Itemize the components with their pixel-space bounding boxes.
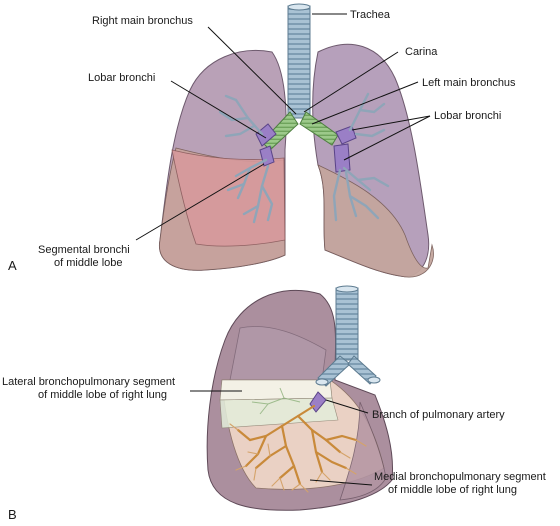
bronchial-tree-left bbox=[332, 92, 390, 222]
label-medial-segment: Medial bronchopulmonary segment bbox=[374, 471, 546, 483]
label-left-main-bronchus: Left main bronchus bbox=[422, 77, 516, 89]
arterial-twigs bbox=[229, 423, 367, 493]
lateral-twigs bbox=[251, 387, 301, 415]
panel-letter-b: B bbox=[8, 507, 17, 522]
panel-letter-a: A bbox=[8, 258, 17, 273]
left-lung bbox=[312, 43, 434, 278]
main-bronchi bbox=[261, 111, 339, 151]
trachea-b bbox=[315, 285, 381, 387]
panel-a: Trachea Right main bronchus Carina Lobar… bbox=[8, 3, 516, 278]
label-segmental-bronchi-line2: of middle lobe bbox=[54, 257, 123, 269]
bronchial-tree-right bbox=[218, 94, 274, 224]
label-lateral-segment-line2: of middle lobe of right lung bbox=[38, 389, 167, 401]
right-lung bbox=[159, 50, 287, 271]
label-lobar-bronchi-right: Lobar bronchi bbox=[434, 110, 501, 122]
lateral-segment-lower bbox=[219, 397, 339, 429]
panel-b: Lateral bronchopulmonary segment of midd… bbox=[2, 285, 546, 522]
label-segmental-bronchi: Segmental bronchi bbox=[38, 244, 130, 256]
label-lateral-segment: Lateral bronchopulmonary segment bbox=[2, 376, 175, 388]
leaders-a bbox=[135, 13, 431, 241]
label-pulmonary-artery: Branch of pulmonary artery bbox=[372, 409, 505, 421]
label-carina: Carina bbox=[405, 46, 438, 58]
leaders-b bbox=[190, 390, 373, 486]
label-lobar-bronchi-left: Lobar bronchi bbox=[88, 72, 155, 84]
label-medial-segment-line2: of middle lobe of right lung bbox=[388, 484, 517, 496]
trachea-a bbox=[287, 3, 311, 119]
label-right-main-bronchus: Right main bronchus bbox=[92, 15, 193, 27]
label-trachea: Trachea bbox=[350, 9, 391, 21]
lower-lobe bbox=[339, 401, 387, 501]
